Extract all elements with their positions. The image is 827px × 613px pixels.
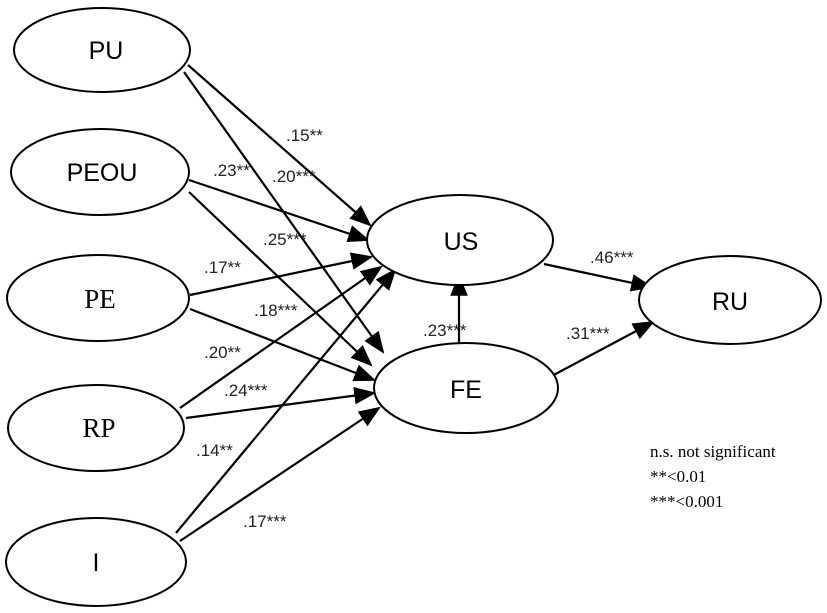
node-ru-label: RU <box>712 288 748 316</box>
node-rp-ellipse <box>7 384 185 472</box>
edge-i-fe <box>179 406 381 542</box>
edge-pe-fe <box>189 307 377 382</box>
edge-label-i-us: .14** <box>196 441 233 460</box>
node-rp: RP <box>7 384 185 472</box>
edge-peou-us <box>188 178 371 243</box>
significance-legend: n.s. not significant **<0.01 ***<0.001 <box>650 442 776 511</box>
node-pe-ellipse <box>6 254 190 342</box>
edge-label-peou-us: .25*** <box>263 230 307 249</box>
node-pe-label: PE <box>84 284 116 314</box>
node-pu: PU <box>13 7 191 93</box>
edge-pu-us <box>187 64 372 227</box>
node-fe-ellipse <box>373 342 559 434</box>
node-peou-ellipse <box>10 128 190 216</box>
edge-label-rp-us: .20** <box>204 343 241 362</box>
edge-us-ru <box>543 262 654 292</box>
edge-label-pe-fe: .18*** <box>254 301 298 320</box>
edge-label-pe-us: .17** <box>204 258 241 277</box>
node-fe: FE <box>373 342 559 434</box>
edge-labels: .15** .20*** .23** .25*** .17** .18*** .… <box>196 126 634 531</box>
node-peou-label: PEOU <box>67 159 138 187</box>
node-fe-label: FE <box>450 376 482 404</box>
edge-label-fe-ru: .31*** <box>566 324 610 343</box>
node-i-ellipse <box>5 517 187 607</box>
edge-label-pu-fe: .20*** <box>272 167 316 186</box>
node-rp-label: RP <box>82 413 115 443</box>
edge-label-peou-fe: .23** <box>213 161 250 180</box>
node-ru: RU <box>638 255 822 345</box>
node-us: US <box>366 194 554 286</box>
edge-label-pu-us: .15** <box>286 126 323 145</box>
edge-label-fe-us: .23*** <box>423 321 467 340</box>
edge-i-us <box>175 268 397 534</box>
edge-label-rp-fe: .24*** <box>224 381 268 400</box>
legend-line-p001: ***<0.001 <box>650 492 723 511</box>
edge-fe-ru <box>547 320 655 379</box>
node-us-ellipse <box>366 194 554 286</box>
edge-label-us-ru: .46*** <box>590 248 634 267</box>
edge-rp-us <box>179 265 383 409</box>
edge-label-i-fe: .17*** <box>243 512 287 531</box>
node-us-label: US <box>444 228 479 256</box>
edge-rp-fe <box>185 386 377 420</box>
node-i-label: I <box>93 549 100 577</box>
node-ru-ellipse <box>638 255 822 345</box>
node-pu-label: PU <box>89 37 124 65</box>
node-pe: PE <box>6 254 190 342</box>
node-i: I <box>5 517 187 607</box>
edges <box>175 64 655 542</box>
legend-line-p01: **<0.01 <box>650 467 706 486</box>
node-peou: PEOU <box>10 128 190 216</box>
edge-pe-us <box>189 252 374 297</box>
node-pu-ellipse <box>13 7 191 93</box>
legend-line-ns: n.s. not significant <box>650 442 776 461</box>
